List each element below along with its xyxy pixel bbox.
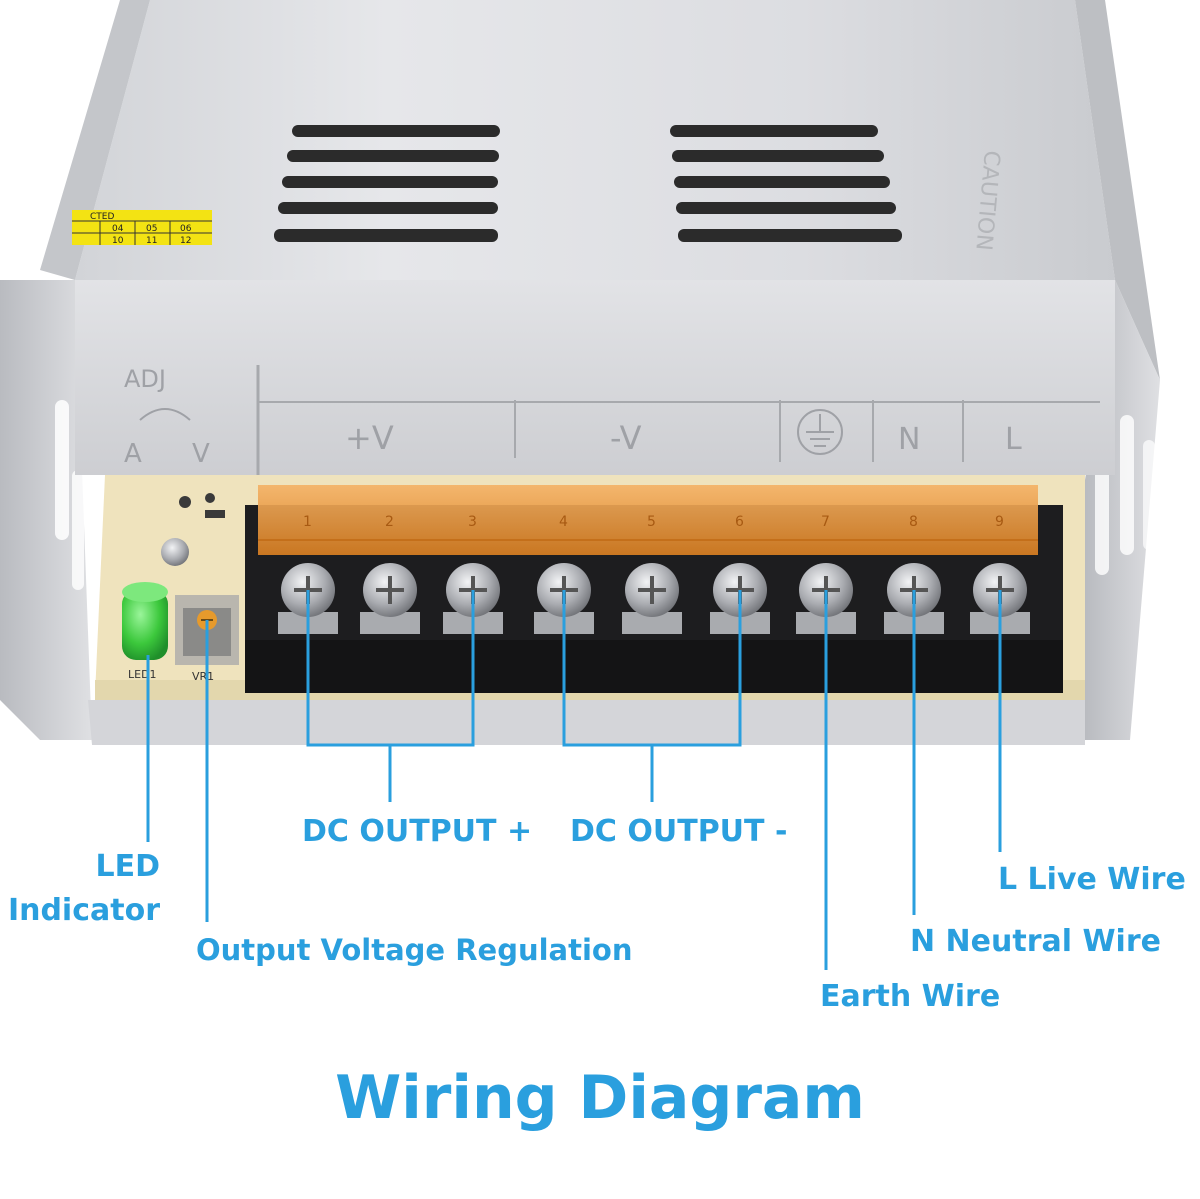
terminal-number: 9 [995,514,1004,530]
live-wire-label: L Live Wire [998,862,1186,897]
earth-wire-label: Earth Wire [820,979,1001,1014]
n-label: N [898,422,920,457]
sticker-text: CTED [90,212,114,222]
terminal-number: 8 [909,514,918,530]
terminal-number: 7 [821,514,830,530]
pcb-traces [179,493,225,518]
minus-v-label: -V [610,419,642,457]
led-indicator-label-line2: Indicator [7,893,160,928]
terminal-number: 6 [735,514,744,530]
vr-tag: VR1 [192,670,214,683]
plus-v-label: +V [345,419,394,457]
board-screw-icon [161,538,189,566]
led-tag: LED1 [128,668,157,681]
output-voltage-regulation-label: Output Voltage Regulation [196,933,633,967]
terminal-number: 4 [559,514,568,530]
sticker-text: 04 [112,224,124,234]
terminal-number: 1 [303,514,312,530]
adj-label: ADJ [124,365,166,393]
terminal-screw-icon [622,563,682,634]
terminal-cover [258,485,1038,555]
terminal-number: 3 [468,514,477,530]
terminal-number: 2 [385,514,394,530]
led-indicator-label-line1: LED [95,849,160,884]
l-label: L [1005,422,1022,457]
leader-lines [146,590,1002,970]
terminal-number: 5 [647,514,656,530]
adj-v-label: V [192,439,210,469]
sticker-text: 12 [180,236,191,246]
led-indicator-icon [122,582,168,660]
terminal-screw-icon [360,563,420,634]
dc-output-minus-label: DC OUTPUT - [570,814,788,849]
ground-symbol-icon [797,409,843,455]
sticker-text: 05 [146,224,157,234]
sticker-text: 11 [146,236,157,246]
adj-a-label: A [124,439,142,469]
diagram-title: Wiring Diagram [335,1063,865,1133]
dc-output-plus-label: DC OUTPUT + [302,814,533,849]
sticker-text: 10 [112,236,124,246]
neutral-wire-label: N Neutral Wire [910,924,1161,959]
sticker-text: 06 [180,224,192,234]
